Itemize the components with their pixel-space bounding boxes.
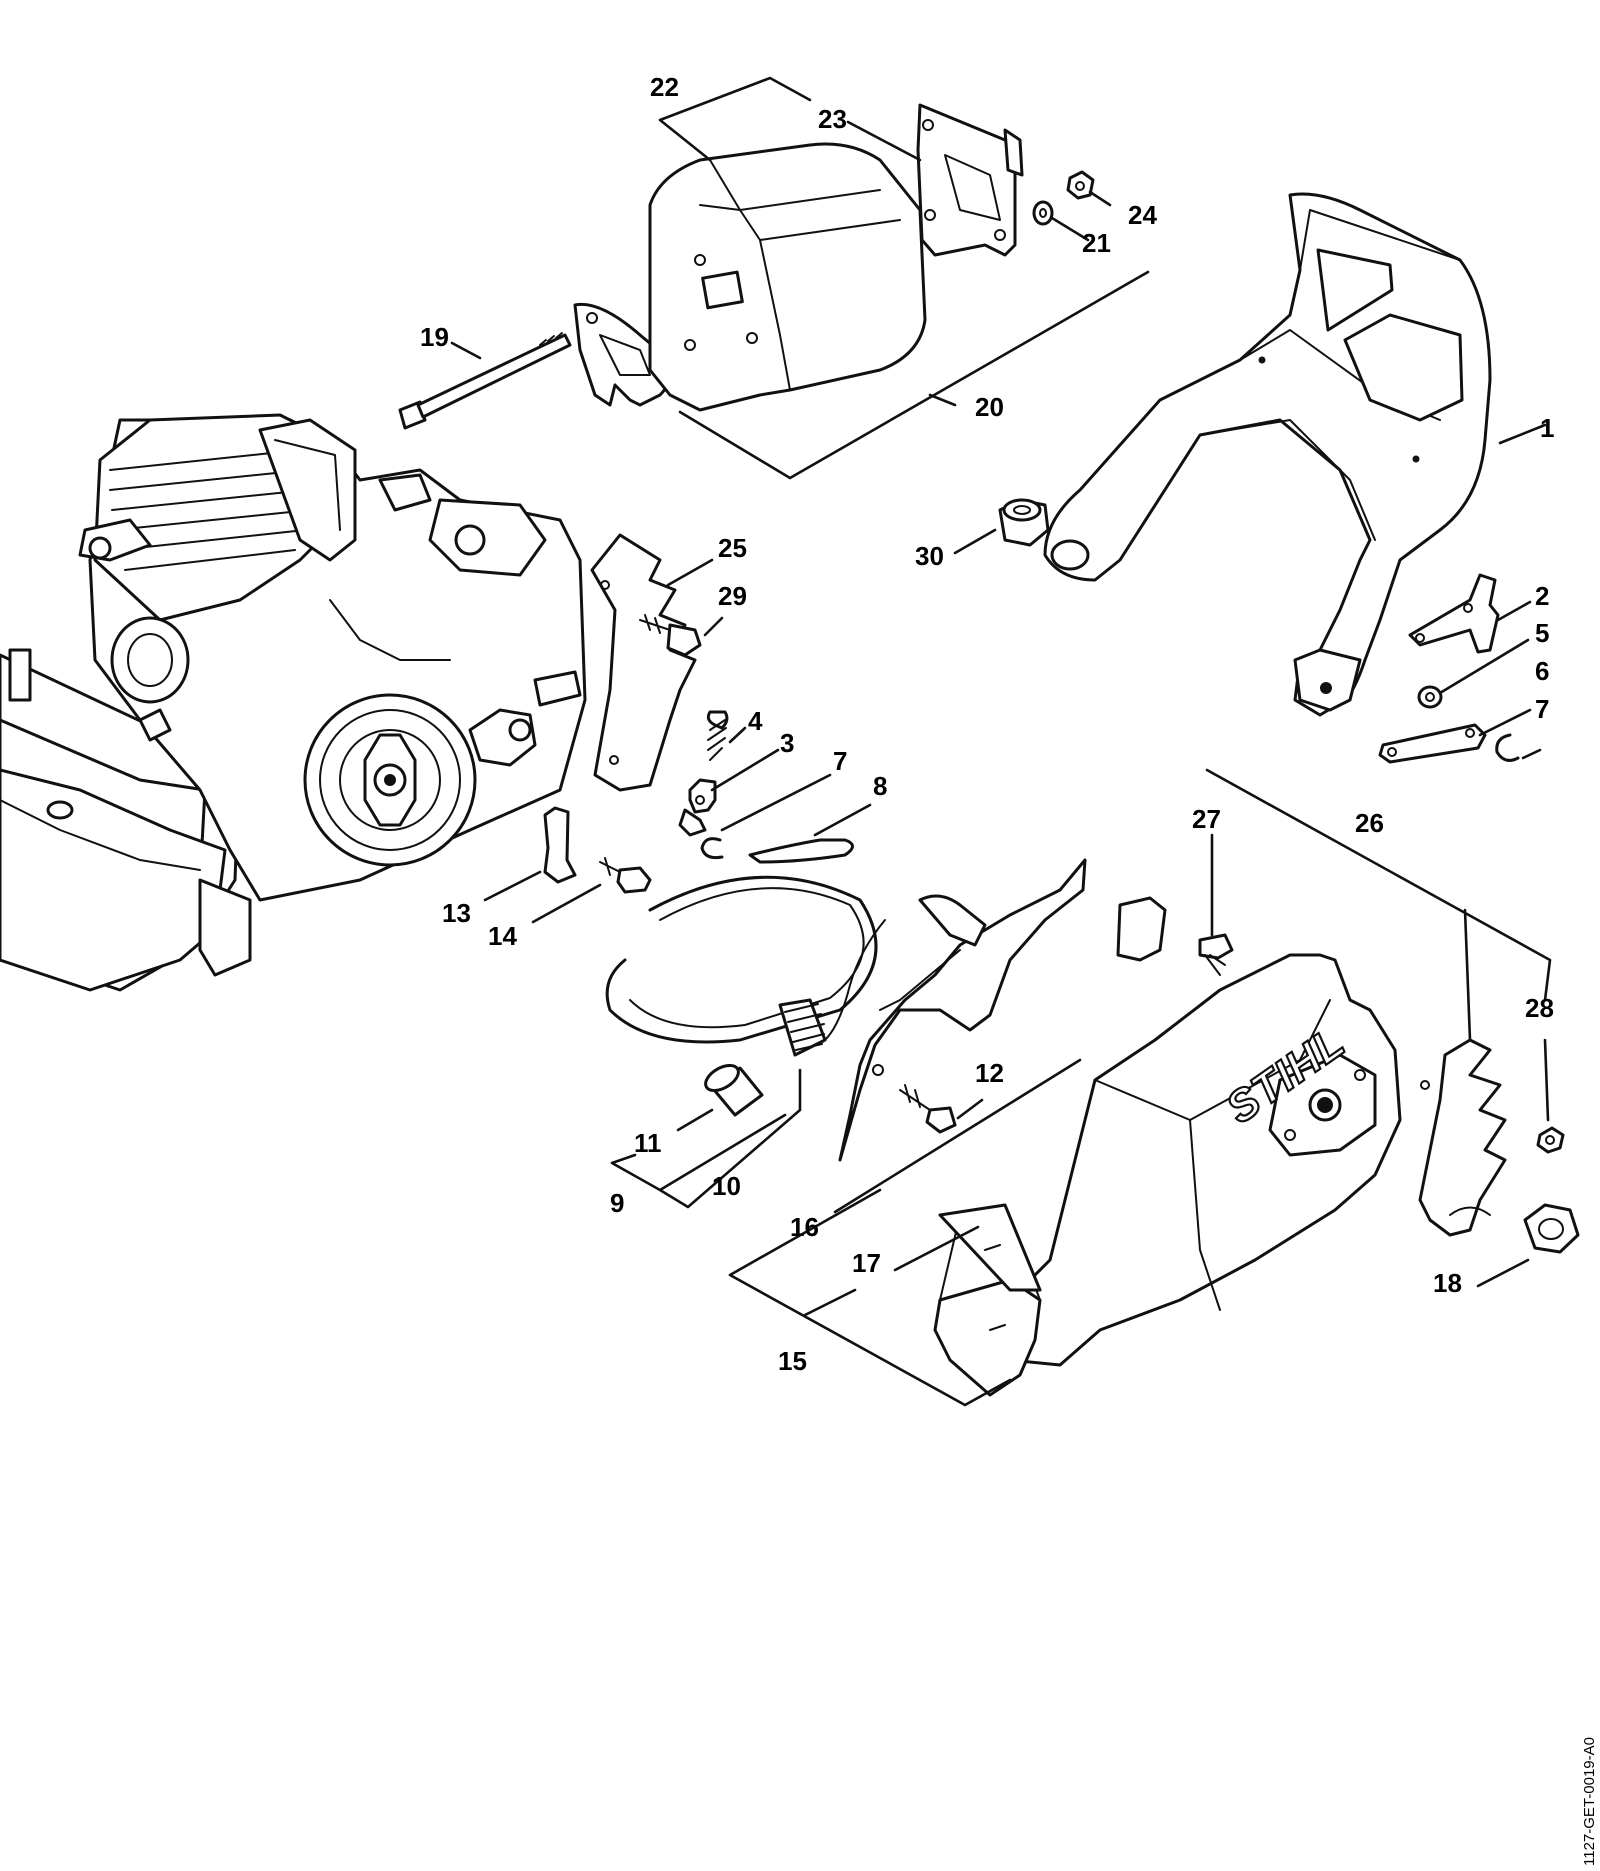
nut-28 [1536, 1126, 1565, 1154]
callout-30: 30 [915, 541, 944, 571]
callout-24: 24 [1128, 200, 1157, 230]
bushing-30 [998, 498, 1050, 547]
link-5 [1378, 723, 1487, 764]
collar-nut-18 [1523, 1203, 1580, 1254]
callout-13: 13 [442, 898, 471, 928]
callout-labels: 1 2 3 4 5 6 7 7 8 9 10 11 12 13 14 15 16… [420, 72, 1554, 1376]
washer-6 [1417, 685, 1443, 709]
callout-21: 21 [1082, 228, 1111, 258]
callout-1: 1 [1540, 413, 1554, 443]
screw-29 [639, 614, 702, 657]
nut-24 [1066, 170, 1095, 200]
callout-14: 14 [488, 921, 517, 951]
shield-28 [1418, 1038, 1507, 1237]
callout-6: 6 [1535, 656, 1549, 686]
hand-guard-link-16 [838, 858, 1087, 1162]
callout-26: 26 [1355, 808, 1384, 838]
callout-2: 2 [1535, 581, 1549, 611]
bell-crank-3 [678, 778, 717, 837]
callout-8: 8 [873, 771, 887, 801]
e-clip-7-right [1495, 733, 1520, 762]
callout-17: 17 [852, 1248, 881, 1278]
lever-2 [1408, 573, 1500, 654]
callout-7-left: 7 [833, 746, 847, 776]
screw-27 [1198, 933, 1234, 976]
engine-housing [0, 413, 587, 992]
callout-10: 10 [712, 1171, 741, 1201]
callout-9: 9 [610, 1188, 624, 1218]
screw-12 [899, 1084, 957, 1134]
sleeve-11 [704, 1064, 764, 1117]
leader-lines [450, 76, 1552, 1407]
callout-19: 19 [420, 322, 449, 352]
callout-22: 22 [650, 72, 679, 102]
shield-25 [590, 533, 697, 792]
callout-23: 23 [818, 104, 847, 134]
pad-27 [1116, 896, 1167, 962]
callout-25: 25 [718, 533, 747, 563]
muffler-bolt-19 [398, 332, 572, 430]
drawing-code: 1127-GET-0019-A0 [1581, 1737, 1598, 1866]
callout-7-right: 7 [1535, 694, 1549, 724]
callout-28: 28 [1525, 993, 1554, 1023]
screw-14 [599, 857, 652, 894]
brake-band-8 [605, 838, 878, 1044]
callout-18: 18 [1433, 1268, 1462, 1298]
callout-20: 20 [975, 392, 1004, 422]
spring-10 [778, 919, 886, 1057]
spring-4 [706, 710, 729, 761]
spark-arrestor-plate-23 [916, 103, 1024, 257]
callout-29: 29 [718, 581, 747, 611]
washer-21 [1032, 200, 1054, 226]
callout-16: 16 [790, 1212, 819, 1242]
callout-3: 3 [780, 728, 794, 758]
wear-strip-17 [933, 1203, 1042, 1397]
sprocket-cover-15: STIHL [998, 953, 1402, 1367]
muffler [648, 142, 927, 412]
callout-4: 4 [748, 706, 763, 736]
callout-5: 5 [1535, 618, 1549, 648]
callout-12: 12 [975, 1058, 1004, 1088]
pivot-lever-13 [543, 806, 577, 884]
hand-guard-1 [1043, 192, 1492, 717]
callout-11: 11 [634, 1128, 662, 1158]
callout-27: 27 [1192, 804, 1221, 834]
callout-15: 15 [778, 1346, 807, 1376]
e-clip-7-left [700, 837, 724, 860]
